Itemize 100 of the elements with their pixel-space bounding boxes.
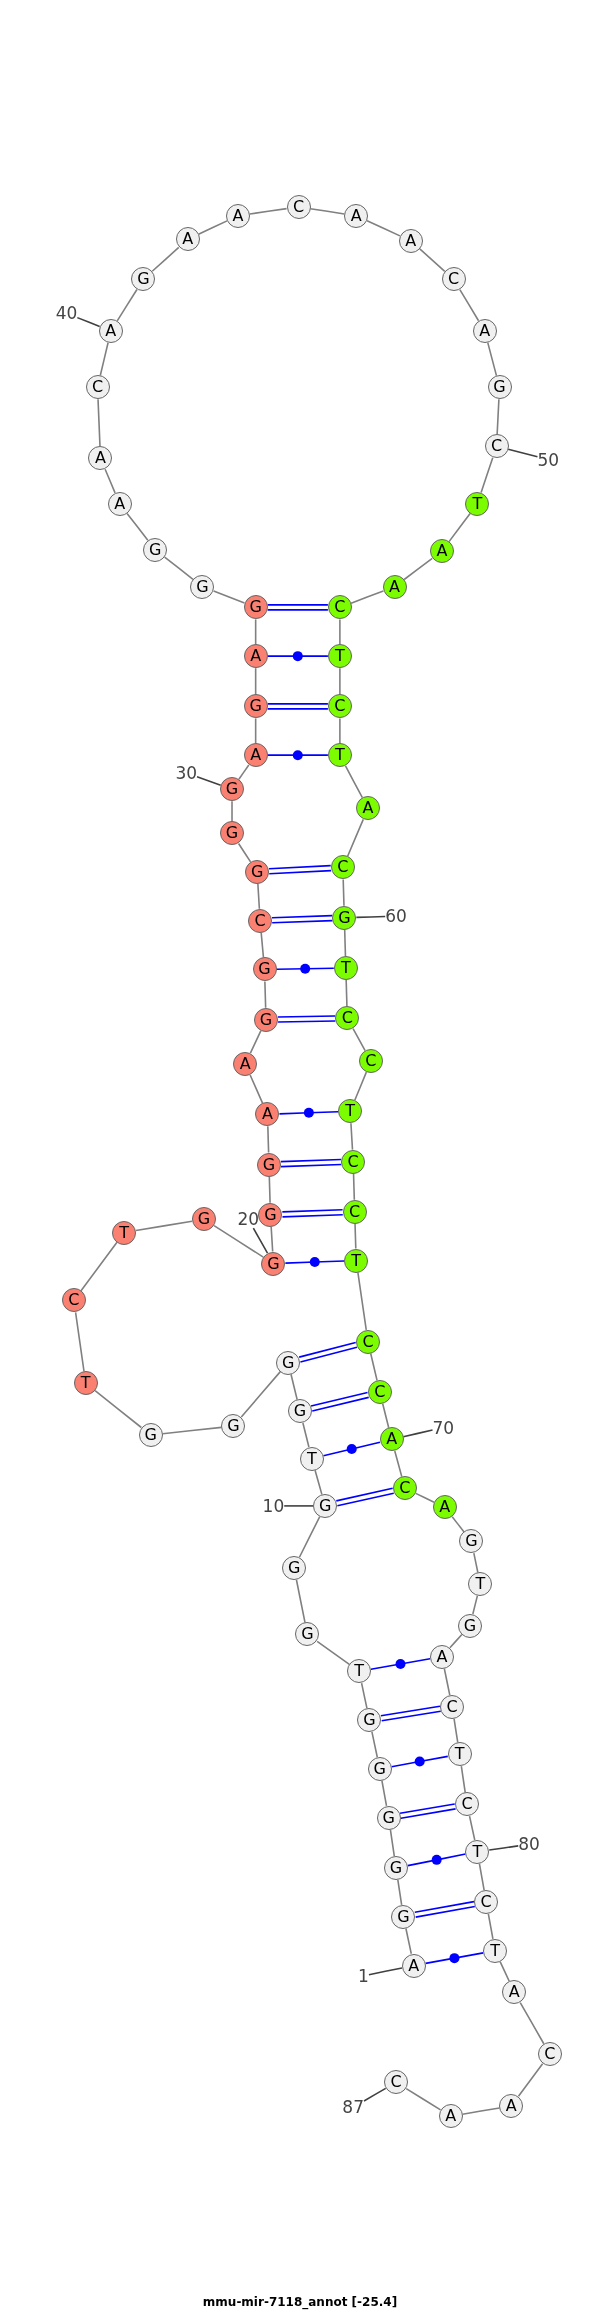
backbone-line	[267, 1125, 270, 1154]
nucleotide-circle: G	[131, 267, 156, 292]
nucleotide-circle: T	[347, 1659, 372, 1684]
backbone-line	[344, 765, 364, 799]
nucleotide-circle: T	[483, 1938, 508, 1963]
nucleotide-circle: A	[175, 227, 200, 252]
nucleotide-circle: A	[429, 1644, 454, 1669]
backbone-line	[237, 842, 252, 863]
backbone-line	[345, 979, 348, 1007]
nucleotide-circle: G	[243, 694, 268, 719]
nucleotide-circle: C	[61, 1288, 86, 1313]
nucleotide-circle: C	[441, 267, 466, 292]
nucleotide-circle: G	[143, 537, 168, 562]
backbone-line	[519, 2001, 545, 2045]
leader-line	[363, 2087, 387, 2102]
backbone-line	[478, 1862, 485, 1891]
base-pair-line	[266, 703, 329, 710]
backbone-line	[496, 398, 500, 436]
nucleotide-circle: A	[243, 644, 268, 669]
nucleotide-circle: A	[225, 203, 250, 228]
backbone-line	[405, 2087, 442, 2111]
backbone-line	[231, 800, 233, 823]
base-pair-line	[399, 1803, 457, 1819]
backbone-line	[393, 1450, 403, 1478]
base-pair-line	[266, 754, 329, 756]
base-pair-line	[268, 864, 332, 875]
backbone-line	[517, 2063, 544, 2098]
backbone-line	[397, 1879, 403, 1906]
base-pair-line	[284, 1260, 345, 1264]
nucleotide-circle: C	[440, 1694, 465, 1719]
nucleotide-circle: A	[398, 228, 423, 253]
position-number: 70	[432, 1418, 455, 1437]
nucleotide-circle: G	[282, 1555, 307, 1580]
backbone-line	[339, 667, 341, 696]
backbone-line	[350, 1122, 354, 1151]
nucleotide-circle: A	[107, 491, 132, 516]
backbone-line	[418, 248, 446, 273]
nucleotide-circle: A	[438, 2104, 463, 2129]
backbone-line	[213, 1224, 265, 1258]
base-pair-line	[298, 1341, 358, 1363]
base-pair-line	[390, 1755, 449, 1768]
backbone-line	[161, 1426, 223, 1435]
leader-line	[196, 775, 222, 786]
nucleotide-circle: T	[299, 1446, 324, 1471]
backbone-line	[104, 468, 116, 494]
backbone-line	[339, 717, 341, 744]
nucleotide-circle: T	[465, 1839, 490, 1864]
nucleotide-circle: C	[327, 595, 352, 620]
base-pair-line	[281, 1208, 344, 1218]
nucleotide-circle: G	[276, 1350, 301, 1375]
backbone-line	[381, 1779, 388, 1807]
position-number: 50	[537, 450, 560, 469]
nucleotide-circle: T	[344, 1248, 369, 1273]
base-pair-line	[275, 967, 335, 971]
base-pair-line	[310, 1391, 370, 1412]
nucleotide-circle: C	[335, 1006, 360, 1031]
backbone-line	[486, 341, 498, 377]
backbone-line	[249, 1029, 262, 1054]
leader-line	[76, 316, 101, 328]
nucleotide-circle: G	[190, 574, 215, 599]
nucleotide-circle: G	[261, 1251, 286, 1276]
backbone-line	[352, 1027, 366, 1052]
nucleotide-circle: G	[295, 1622, 320, 1647]
nucleotide-circle: T	[468, 1572, 493, 1597]
backbone-line	[350, 590, 385, 604]
backbone-line	[499, 1960, 511, 1983]
nucleotide-circle: G	[313, 1493, 338, 1518]
backbone-line	[461, 2107, 501, 2116]
backbone-line	[480, 456, 494, 494]
nucleotide-circle: C	[537, 2042, 562, 2067]
base-pair-line	[335, 1487, 395, 1507]
nucleotide-circle: A	[429, 539, 454, 564]
backbone-line	[290, 1373, 298, 1401]
backbone-line	[268, 1175, 271, 1204]
nucleotide-circle: G	[191, 1207, 216, 1232]
nucleotide-circle: C	[248, 908, 273, 933]
backbone-line	[254, 618, 257, 645]
backbone-line	[316, 1640, 351, 1666]
nucleotide-circle: C	[85, 375, 110, 400]
backbone-line	[448, 512, 471, 543]
nucleotide-circle: T	[333, 955, 358, 980]
nucleotide-circle: A	[243, 743, 268, 768]
nucleotide-circle: G	[357, 1708, 382, 1733]
backbone-line	[99, 341, 109, 377]
nucleotide-circle: T	[327, 644, 352, 669]
nucleotide-circle: A	[401, 1953, 426, 1978]
backbone-line	[473, 1552, 479, 1574]
backbone-line	[339, 618, 341, 645]
backbone-line	[270, 1225, 274, 1253]
nucleotide-circle: G	[245, 859, 270, 884]
nucleotide-circle: G	[391, 1904, 416, 1929]
nucleotide-circle: C	[367, 1380, 392, 1405]
nucleotide-circle: G	[256, 1152, 281, 1177]
position-number: 60	[385, 907, 407, 926]
base-pair-line	[370, 1657, 431, 1671]
backbone-line	[354, 1223, 357, 1250]
nucleotide-circle: C	[484, 434, 509, 459]
base-pair-line	[266, 655, 329, 657]
leader-line	[488, 1845, 520, 1851]
backbone-line	[443, 1667, 451, 1696]
